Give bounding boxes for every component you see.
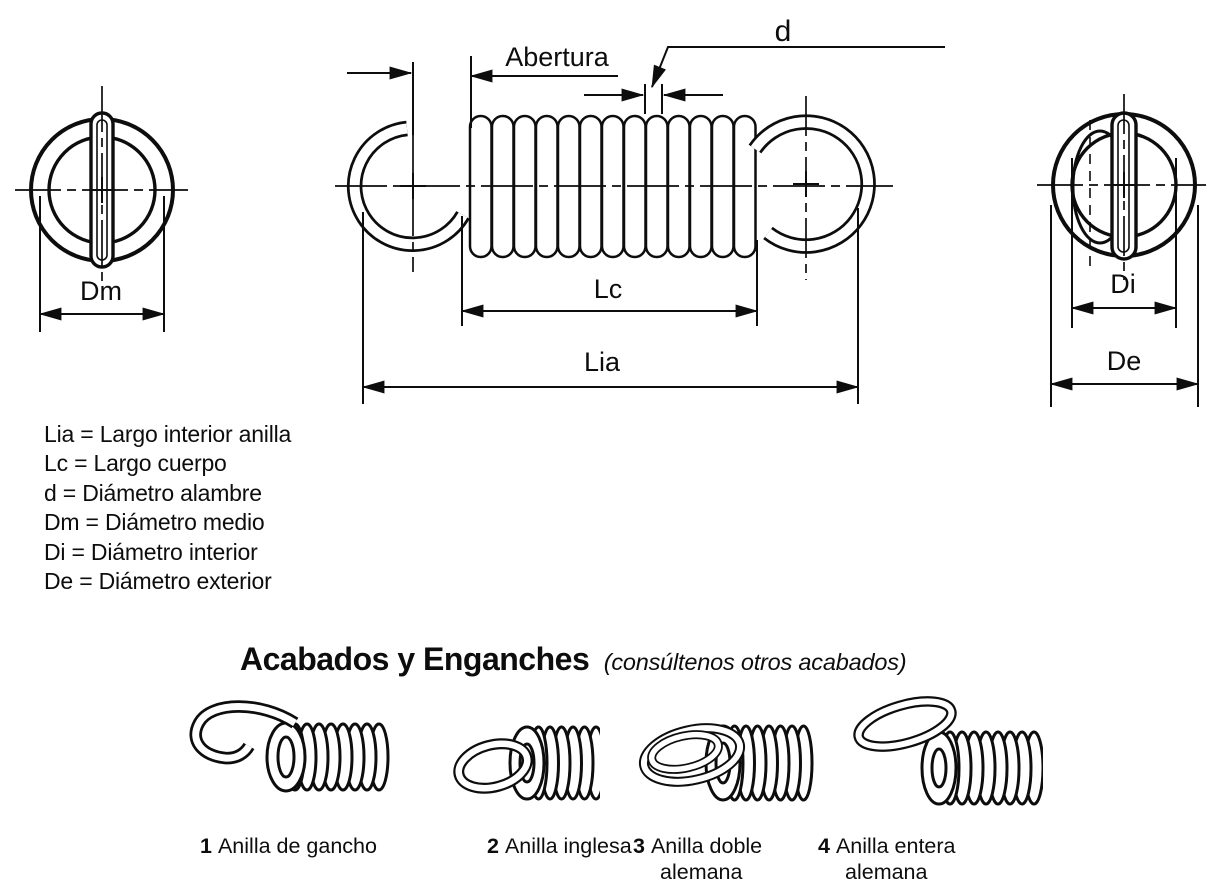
legend-line: De = Diámetro exterior [44, 568, 272, 595]
section-title: Acabados y Enganches [240, 641, 590, 677]
dim-label-lia: Lia [584, 347, 621, 377]
finish-label: Anilla inglesa [504, 834, 632, 858]
finish-label-line2: alemana [660, 860, 743, 880]
dim-label-dm: Dm [80, 276, 122, 306]
dim-label-de: De [1107, 346, 1142, 376]
dimensions [38, 46, 1200, 407]
finish-spring-full-german-loop [853, 696, 1043, 806]
legend-line: d = Diámetro alambre [44, 479, 262, 506]
legend-line: Dm = Diámetro medio [44, 509, 265, 536]
finish-spring-english-loop [453, 725, 600, 801]
finish-number: 3 [633, 834, 645, 858]
finish-number: 4 [818, 834, 830, 858]
spring-dimension-drawing: Abertura d Dm Lc Lia Di De [15, 15, 1206, 407]
finish-label: Anilla entera [835, 834, 956, 858]
legend-line: Lia = Largo interior anilla [44, 421, 292, 447]
finish-spring-hook-loop [189, 700, 390, 793]
finish-label-line2: alemana [845, 860, 928, 880]
dim-label-di: Di [1110, 269, 1136, 299]
centerlines [15, 86, 1206, 282]
dim-label-d: d [775, 15, 792, 48]
section-subtitle: (consúltenos otros acabados) [603, 649, 907, 675]
finish-number: 1 [200, 834, 212, 858]
finish-label: Anilla de gancho [217, 834, 377, 858]
legend-line: Lc = Largo cuerpo [44, 450, 227, 477]
finish-number: 2 [487, 834, 499, 858]
finish-label: Anilla doble [650, 834, 763, 858]
legend-line: Di = Diámetro interior [44, 538, 258, 565]
dim-label-abertura: Abertura [505, 42, 610, 72]
finish-spring-double-german-loop [638, 723, 814, 802]
legend: Lia = Largo interior anilla Lc = Largo c… [44, 420, 291, 596]
section-heading: Acabados y Enganches (consúltenos otros … [240, 641, 907, 678]
dim-label-lc: Lc [594, 274, 623, 304]
